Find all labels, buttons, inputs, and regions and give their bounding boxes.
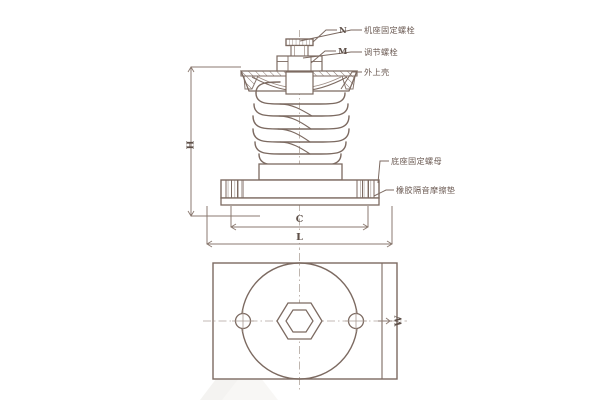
dimension-W — [378, 317, 392, 325]
bottom-plan-view: W — [203, 253, 407, 392]
inner-sleeve — [285, 71, 314, 95]
dimension-L — [206, 206, 393, 248]
callout-rubber-friction-pad: 橡胶隔音摩擦垫 — [396, 185, 455, 195]
callout-base-fixing-bolt: 机座固定螺栓 — [364, 25, 415, 35]
dimension-label-C: C — [296, 214, 304, 225]
callout-outer-upper-shell: 外上壳 — [364, 67, 389, 77]
leader-label-N: N — [339, 26, 347, 36]
callout-adjusting-bolt: 调节螺栓 — [364, 47, 398, 57]
callout-base-fixing-nut: 底座固定螺母 — [391, 156, 442, 166]
dimension-label-W: W — [394, 315, 405, 327]
leader-lines — [299, 29, 394, 197]
spring-seat — [258, 163, 343, 181]
dimension-H — [187, 66, 260, 217]
dimension-label-H: H — [186, 140, 197, 149]
plan-mounting-hole-right — [345, 310, 367, 332]
base-plate — [220, 179, 380, 206]
plan-mounting-hole-left — [232, 310, 254, 332]
dimension-label-L: L — [296, 232, 303, 243]
plan-hex-inner — [285, 309, 314, 333]
dimension-C — [230, 206, 369, 231]
front-section-view: H C L — [186, 29, 394, 250]
adjusting-bolt-body — [276, 55, 323, 73]
outer-upper-shell — [240, 70, 358, 92]
leader-label-M: M — [338, 47, 348, 57]
base-fixing-bolt-head — [285, 38, 314, 47]
coil-spring — [252, 81, 350, 166]
